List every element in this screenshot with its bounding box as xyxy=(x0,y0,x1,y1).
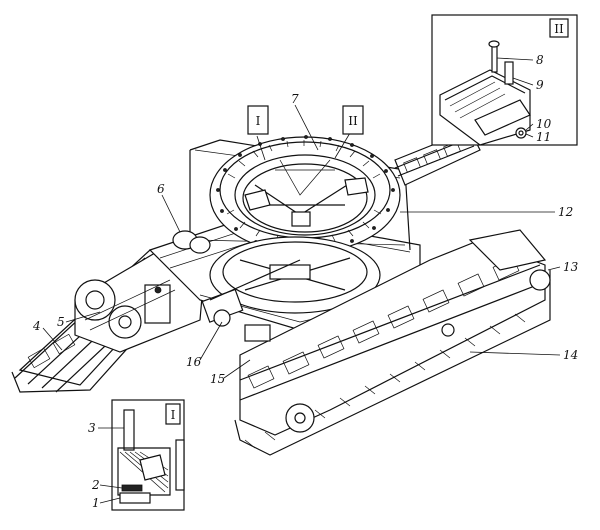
svg-text:II: II xyxy=(554,22,564,36)
inset-one-title: I xyxy=(165,403,181,425)
callout-labels: 1 2 3 4 5 6 7 8 9 10 11 12 13 14 15 16 xyxy=(32,53,579,510)
inset-two-title: II xyxy=(549,18,569,38)
callout-8: 8 xyxy=(536,53,544,67)
svg-text:I: I xyxy=(256,114,261,128)
callout-4: 4 xyxy=(32,319,41,333)
callout-15: 15 xyxy=(210,372,225,386)
slewing-ring xyxy=(209,135,401,254)
callout-5: 5 xyxy=(57,315,65,329)
callout-2: 2 xyxy=(91,478,100,492)
callout-14: 14 xyxy=(563,348,578,362)
callout-7: 7 xyxy=(291,92,299,106)
drive-gearbox xyxy=(172,230,301,342)
callout-1: 1 xyxy=(92,496,100,510)
track-shoes xyxy=(247,257,520,389)
callout-3: 3 xyxy=(88,421,96,435)
callout-9: 9 xyxy=(536,78,544,92)
callout-6: 6 xyxy=(157,182,165,196)
svg-text:II: II xyxy=(348,114,358,128)
right-front-track xyxy=(234,229,551,456)
callout-12: 12 xyxy=(558,205,573,219)
view-marker-one: I xyxy=(247,105,269,135)
svg-text:I: I xyxy=(171,408,176,422)
callout-13: 13 xyxy=(563,260,579,274)
callout-11: 11 xyxy=(536,130,551,144)
callout-10: 10 xyxy=(536,117,552,131)
leader-lines xyxy=(42,57,561,504)
view-marker-two: II xyxy=(342,105,364,135)
callout-16: 16 xyxy=(186,355,202,369)
